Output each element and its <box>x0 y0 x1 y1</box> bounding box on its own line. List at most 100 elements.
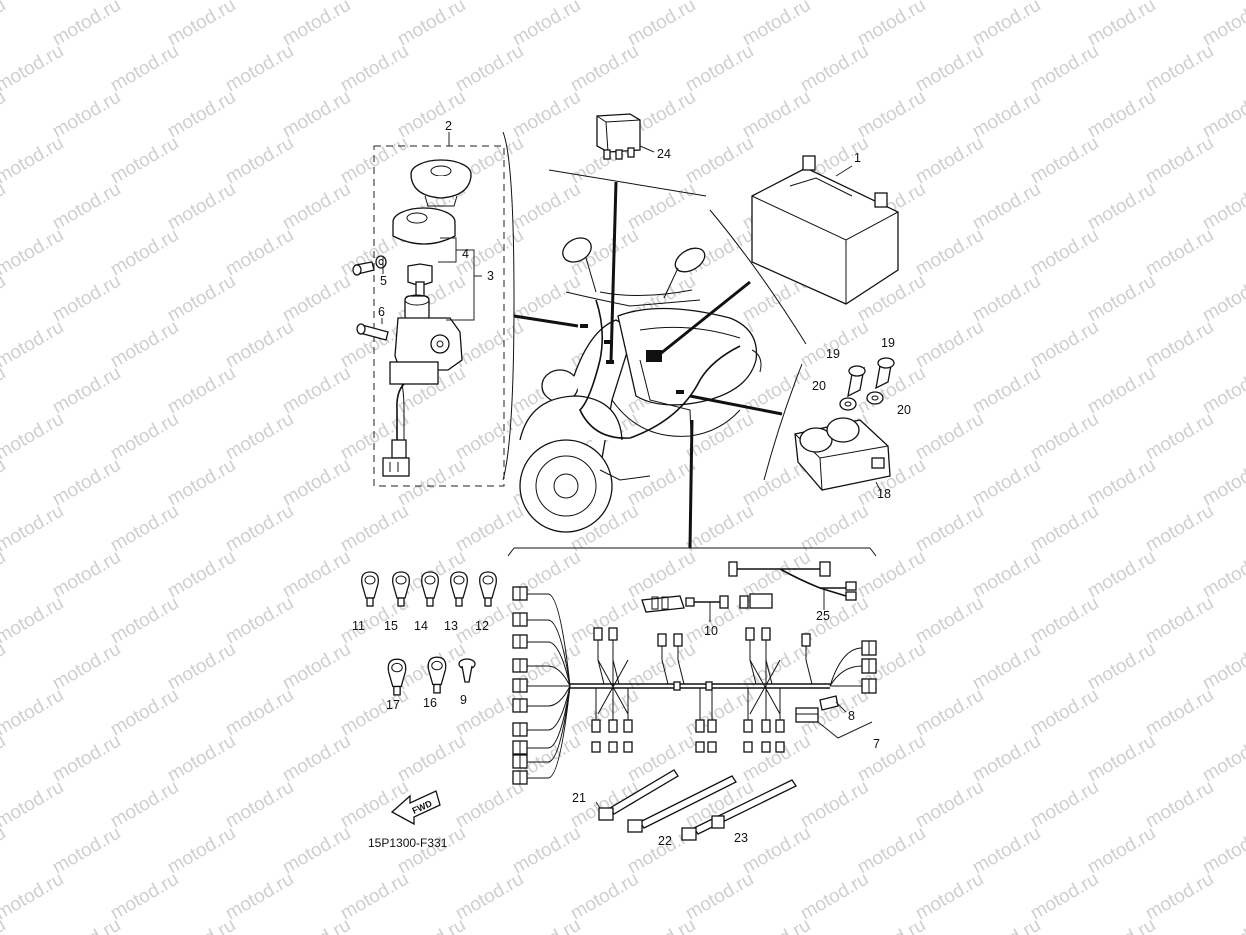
watermark-text: motod.ru <box>1027 409 1102 465</box>
callout-18: 18 <box>877 487 891 501</box>
watermark-text: motod.ru <box>1084 363 1159 419</box>
watermark-text: motod.ru <box>1142 317 1217 373</box>
callout-17: 17 <box>386 698 400 712</box>
clamp-parts <box>361 571 497 696</box>
watermark-text: motod.ru <box>107 225 182 281</box>
watermark-text: motod.ru <box>1142 225 1217 281</box>
switch-cover-part <box>410 159 472 207</box>
watermark-text: motod.ru <box>164 179 239 235</box>
watermark-text: motod.ru <box>912 501 987 557</box>
watermark-text: motod.ru <box>1027 777 1102 833</box>
watermark-text: motod.ru <box>0 41 67 97</box>
watermark-text: motod.ru <box>797 41 872 97</box>
diagram-code: 15P1300-F331 <box>368 836 448 850</box>
watermark-text: motod.ru <box>624 455 699 511</box>
watermark-text: motod.ru <box>1084 823 1159 879</box>
watermark-text: motod.ru <box>739 0 814 50</box>
watermark-text: motod.ru <box>1027 593 1102 649</box>
watermark-text: motod.ru <box>1027 41 1102 97</box>
callout-6: 6 <box>378 305 385 319</box>
watermark-text: motod.ru <box>912 133 987 189</box>
watermark-text: motod.ru <box>912 41 987 97</box>
watermark-text: motod.ru <box>854 547 929 603</box>
watermark-text: motod.ru <box>222 409 297 465</box>
callout-3: 3 <box>487 269 494 283</box>
watermark-text: motod.ru <box>1027 317 1102 373</box>
callout-8: 8 <box>848 709 855 723</box>
watermark-text: motod.ru <box>969 363 1044 419</box>
watermark-text: motod.ru <box>222 225 297 281</box>
callout-10: 10 <box>704 624 718 638</box>
watermark-text: motod.ru <box>1142 501 1217 557</box>
watermark-text: motod.ru <box>452 869 527 925</box>
callout-19a: 19 <box>826 347 840 361</box>
watermark-text: motod.ru <box>1084 915 1159 935</box>
watermark-text: motod.ru <box>164 547 239 603</box>
watermark-text: motod.ru <box>912 777 987 833</box>
watermark-text: motod.ru <box>1084 547 1159 603</box>
watermark-text: motod.ru <box>682 133 757 189</box>
callout-12: 12 <box>475 619 489 633</box>
watermark-text: motod.ru <box>1084 271 1159 327</box>
watermark-text: motod.ru <box>1027 869 1102 925</box>
watermark-text: motod.ru <box>222 133 297 189</box>
watermark-text: motod.ru <box>164 455 239 511</box>
watermark-text: motod.ru <box>969 731 1044 787</box>
watermark-text: motod.ru <box>0 685 67 741</box>
watermark-text: motod.ru <box>279 915 354 935</box>
main-switch-group <box>352 132 505 487</box>
watermark-text: motod.ru <box>49 823 124 879</box>
watermark-text: motod.ru <box>854 87 929 143</box>
watermark-text: motod.ru <box>279 547 354 603</box>
watermark-text: motod.ru <box>337 869 412 925</box>
lock-cylinder-part <box>392 207 456 245</box>
watermark-text: motod.ru <box>279 455 354 511</box>
watermark-text: motod.ru <box>1142 777 1217 833</box>
watermark-text: motod.ru <box>1027 225 1102 281</box>
grommet-part <box>458 658 476 683</box>
watermark-text: motod.ru <box>912 317 987 373</box>
watermark-text: motod.ru <box>337 41 412 97</box>
watermark-text: motod.ru <box>682 409 757 465</box>
watermark-text: motod.ru <box>107 869 182 925</box>
watermark-text: motod.ru <box>279 823 354 879</box>
watermark-text: motod.ru <box>49 179 124 235</box>
watermark-text: motod.ru <box>1142 593 1217 649</box>
watermark-text: motod.ru <box>337 133 412 189</box>
clamp <box>361 571 379 607</box>
watermark-text: motod.ru <box>279 271 354 327</box>
watermark-text: motod.ru <box>0 777 67 833</box>
watermark-text: motod.ru <box>394 915 469 935</box>
watermark-text: motod.ru <box>509 915 584 935</box>
watermark-text: motod.ru <box>1142 133 1217 189</box>
watermark-text: motod.ru <box>0 133 67 189</box>
watermark-text: motod.ru <box>164 915 239 935</box>
watermark-text: motod.ru <box>969 271 1044 327</box>
callout-5: 5 <box>380 274 387 288</box>
callout-4: 4 <box>462 247 469 261</box>
watermark-text: motod.ru <box>509 0 584 50</box>
watermark-text: motod.ru <box>912 869 987 925</box>
watermark-text: motod.ru <box>969 179 1044 235</box>
watermark-text: motod.ru <box>107 593 182 649</box>
battery-part <box>751 155 899 305</box>
watermark-text: motod.ru <box>1084 179 1159 235</box>
clamp <box>479 571 497 607</box>
callout-19b: 19 <box>881 336 895 350</box>
watermark-text: motod.ru <box>1142 409 1217 465</box>
watermark-text: motod.ru <box>969 547 1044 603</box>
watermark-text: motod.ru <box>452 777 527 833</box>
clamp <box>427 656 447 694</box>
watermark-text: motod.ru <box>797 869 872 925</box>
watermark-text: motod.ru <box>1142 869 1217 925</box>
watermark-text: motod.ru <box>164 823 239 879</box>
watermark-text: motod.ru <box>797 777 872 833</box>
watermark-text: motod.ru <box>1142 685 1217 741</box>
callout-25: 25 <box>816 609 830 623</box>
watermark-text: motod.ru <box>107 501 182 557</box>
watermark-text: motod.ru <box>567 869 642 925</box>
watermark-text: motod.ru <box>509 823 584 879</box>
callout-20b: 20 <box>897 403 911 417</box>
callout-16: 16 <box>423 696 437 710</box>
